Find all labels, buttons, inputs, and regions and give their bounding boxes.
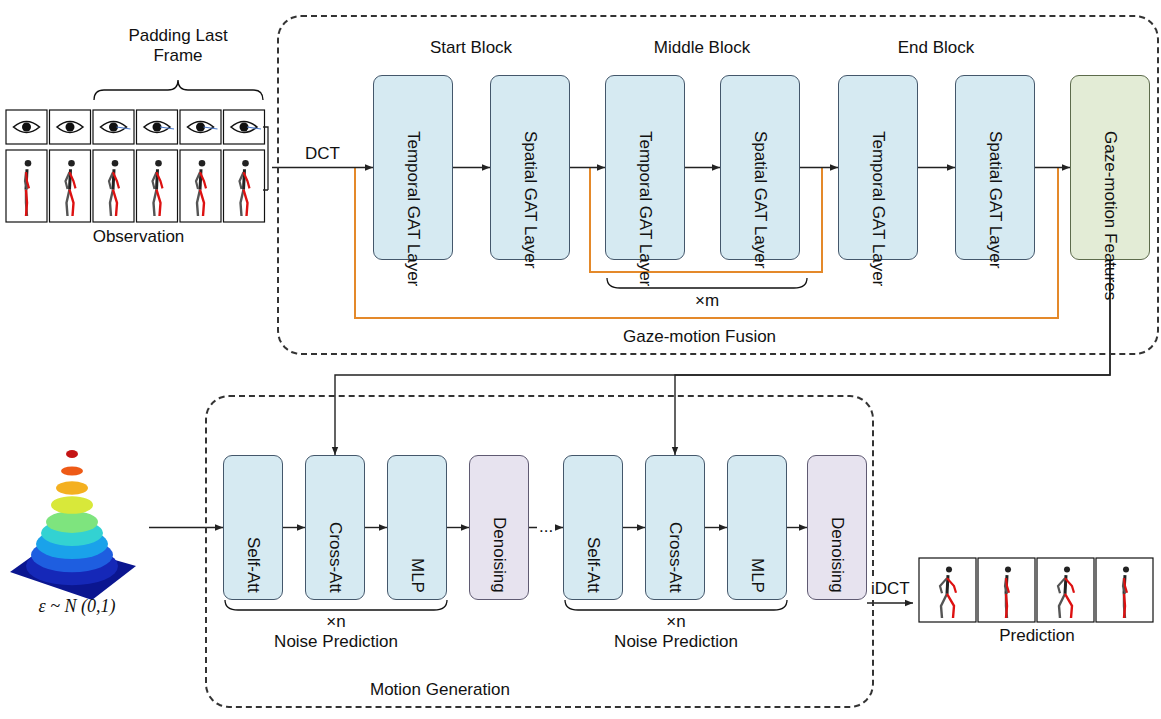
cross-attention-box: Cross-Att [645,455,705,600]
gaussian-noise-plot [10,450,136,600]
prediction-group: Prediction [913,554,1161,652]
node-label: Gaze-motion Features [1100,131,1120,253]
node-label: Temporal GAT Layer [635,131,655,253]
connector [335,260,1110,455]
connector [272,167,373,168]
connector [800,167,838,168]
node-label: Spatial GAT Layer [520,131,540,253]
connector [675,260,1110,455]
generation-region: Motion Generation Self-Att Cross-AttMLP Den… [205,395,874,708]
node-label: Prediction [913,626,1161,646]
node-label: Self-Att [243,537,263,593]
block-label: Start Block [396,38,546,58]
edge-label: iDCT [869,580,912,599]
node-label: Gaze-motion Fusion [623,327,776,347]
cross-attention-box: Cross-Att [305,455,365,600]
self-attention-box: Self-Att [223,455,283,600]
observation-group: Observation [5,105,272,253]
mlp-box: MLP [727,455,787,600]
repeat-count: ×m [687,291,727,311]
repeat-brace [565,600,787,610]
connector [787,527,807,528]
node-label: Cross-Att [325,522,345,593]
node-label: Self-Att [583,537,603,593]
connector [149,527,223,528]
noise-source: ε ~ N (0,1) [5,465,149,623]
annotation-label: Padding Last Frame [122,26,234,67]
spatial-gat-layer: Spatial GAT Layer [955,75,1035,260]
connector [570,167,605,168]
node-label: Spatial GAT Layer [985,131,1005,253]
node-label: Spatial GAT Layer [750,131,770,253]
connector [447,527,469,528]
node-label: MLP [747,558,767,593]
block-label: Noise Prediction [591,632,761,652]
repeat-count: ×n [656,612,696,632]
connector [453,167,490,168]
spatial-gat-layer: Spatial GAT Layer [720,75,800,260]
node-label: MLP [407,558,427,593]
denoising-box: Denoising [807,455,867,600]
feature-box: Gaze-motion Features [1070,75,1150,260]
temporal-gat-layer: Temporal GAT Layer [373,75,453,260]
node-label: Denoising [827,517,847,593]
node-label: Motion Generation [370,680,510,700]
repeat-brace [607,278,807,288]
spatial-gat-layer: Spatial GAT Layer [490,75,570,260]
denoising-box: Denoising [469,455,529,600]
node-label: Cross-Att [665,522,685,593]
residual-skip-outer [355,167,1058,318]
connector [705,527,727,528]
block-label: Middle Block [627,38,777,58]
connector [283,527,305,528]
frame-merge-line [263,127,268,190]
edge-label: ... [537,518,555,537]
observation-frames [6,110,265,222]
temporal-gat-layer: Temporal GAT Layer [838,75,918,260]
node-label: Denoising [489,517,509,593]
node-label: Observation [5,227,272,247]
repeat-count: ×n [316,612,356,632]
self-attention-box: Self-Att [563,455,623,600]
temporal-gat-layer: Temporal GAT Layer [605,75,685,260]
connector [365,527,387,528]
connector [623,527,645,528]
block-label: Noise Prediction [251,632,421,652]
node-label: ε ~ N (0,1) [5,596,149,617]
padding-brace [94,80,263,100]
node-label: Temporal GAT Layer [403,131,423,253]
block-label: End Block [861,38,1011,58]
repeat-brace [225,600,447,610]
prediction-frames [919,558,1153,622]
mlp-box: MLP [387,455,447,600]
connector [685,167,720,168]
connector [918,167,955,168]
connector [1035,167,1070,168]
node-label: Temporal GAT Layer [868,131,888,253]
edge-label: DCT [303,145,342,164]
